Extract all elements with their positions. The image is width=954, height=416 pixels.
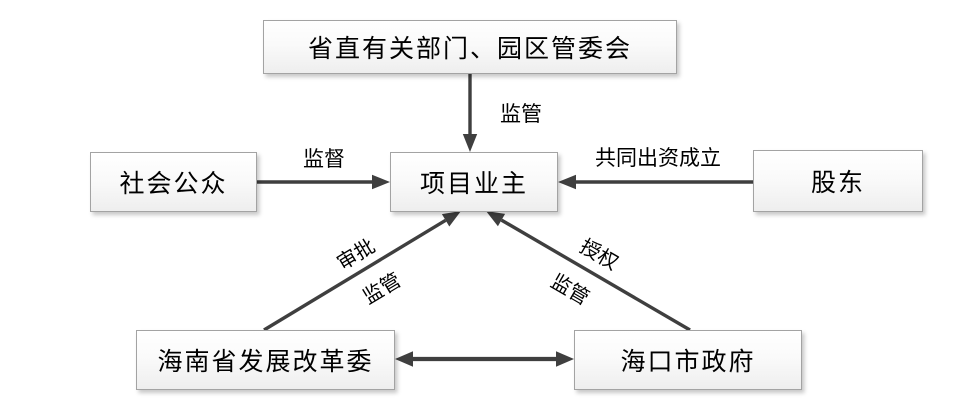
- node-haikou-gov: 海口市政府: [574, 330, 802, 390]
- node-shareholders: 股东: [753, 150, 923, 212]
- node-provincial-departments-label: 省直有关部门、园区管委会: [307, 34, 632, 63]
- arrow-drc-to-center: [263, 211, 461, 332]
- node-public-label: 社会公众: [119, 169, 228, 198]
- node-project-owner-label: 项目业主: [419, 169, 528, 198]
- arrow-public-to-center: [257, 174, 390, 190]
- edge-label-top-regulate: 监管: [500, 102, 542, 126]
- node-hainan-drc-label: 海南省发展改革委: [157, 347, 374, 376]
- arrow-shareholders-to-center: [558, 174, 753, 190]
- arrow-drc-gov-two-way: [395, 351, 574, 367]
- edge-label-joint-funding: 共同出资成立: [595, 146, 721, 170]
- node-public: 社会公众: [90, 152, 257, 212]
- node-shareholders-label: 股东: [810, 168, 865, 197]
- node-hainan-drc: 海南省发展改革委: [136, 330, 395, 390]
- node-haikou-gov-label: 海口市政府: [620, 347, 756, 376]
- node-provincial-departments: 省直有关部门、园区管委会: [263, 20, 677, 74]
- node-project-owner: 项目业主: [390, 152, 558, 212]
- edge-label-public-supervise: 监督: [303, 147, 345, 171]
- arrow-top-to-center: [462, 74, 478, 152]
- arrow-gov-to-center: [486, 211, 691, 332]
